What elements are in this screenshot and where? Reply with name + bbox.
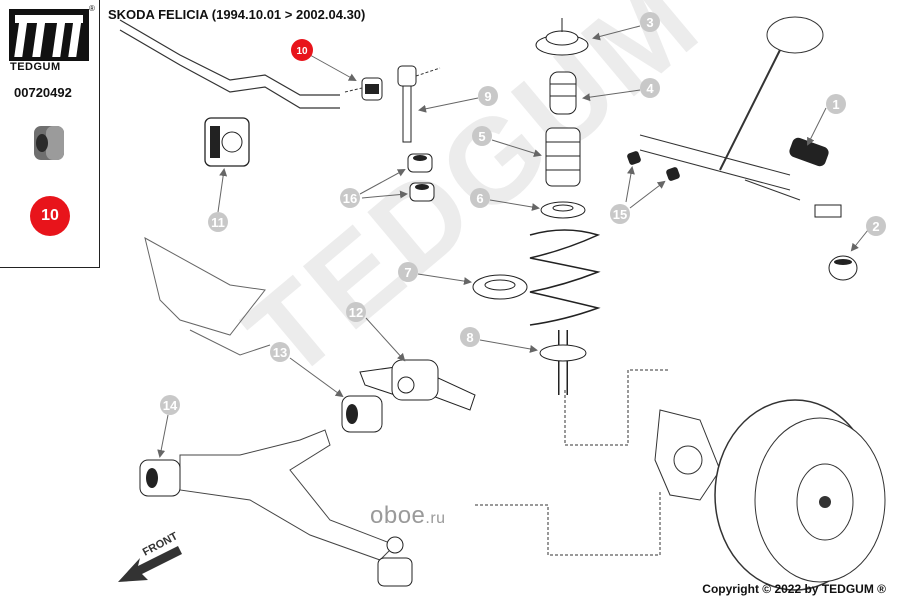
callout-16-label: 16 <box>343 191 357 206</box>
callout-4[interactable]: 4 <box>582 78 660 102</box>
bushing-14 <box>139 459 181 497</box>
tie-rod-end-2 <box>814 204 858 281</box>
strut-mount-3 <box>535 18 589 56</box>
vehicle-title: SKODA FELICIA (1994.10.01 > 2002.04.30) <box>108 7 366 22</box>
callout-7-label: 7 <box>404 265 411 280</box>
callout-5[interactable]: 5 <box>472 126 542 158</box>
ball-joint <box>377 536 413 587</box>
callout-6[interactable]: 6 <box>470 188 540 211</box>
callout-3-label: 3 <box>646 15 653 30</box>
callout-3[interactable]: 3 <box>592 12 660 41</box>
callout-11[interactable]: 11 <box>208 168 228 232</box>
bump-stop-4 <box>549 71 577 115</box>
bushings-16 <box>407 153 435 202</box>
callout-16[interactable]: 16 <box>340 169 408 208</box>
control-arm <box>179 429 396 561</box>
callout-6-label: 6 <box>476 191 483 206</box>
stabilizer-bushing-11 <box>204 117 250 167</box>
callout-4-label: 4 <box>646 81 654 96</box>
spring-seat-6 <box>540 201 586 219</box>
tedgum-logo-icon <box>9 9 89 61</box>
callout-14-label: 14 <box>163 398 178 413</box>
callout-2-label: 2 <box>872 219 879 234</box>
bracket-12 <box>359 359 476 411</box>
boot-1 <box>789 137 829 167</box>
registered-mark: ® <box>89 4 95 13</box>
dust-boot-5 <box>545 127 581 187</box>
callout-8[interactable]: 8 <box>460 327 538 353</box>
callout-2[interactable]: 2 <box>850 216 886 252</box>
bushing-13 <box>341 395 383 433</box>
part-number: 00720492 <box>14 85 72 100</box>
coil-spring <box>529 229 601 395</box>
callout-1[interactable]: 1 <box>807 94 846 146</box>
callout-12-label: 12 <box>349 305 363 320</box>
selected-part-badge: 10 <box>30 196 70 236</box>
oem-logo: oboe.ru <box>370 502 446 530</box>
bearing-7 <box>472 274 528 300</box>
callout-7[interactable]: 7 <box>398 262 472 286</box>
callout-14[interactable]: 14 <box>157 395 180 458</box>
callout-13-label: 13 <box>273 345 287 360</box>
copyright-text: Copyright © 2022 by TEDGUM ® <box>702 582 886 596</box>
callout-15-label: 15 <box>613 207 627 222</box>
callout-13[interactable]: 13 <box>270 342 344 398</box>
steering-knuckle <box>654 409 721 501</box>
callout-10-label: 10 <box>296 46 308 57</box>
callout-11-label: 11 <box>211 215 225 230</box>
callout-10[interactable]: 10 <box>291 39 357 81</box>
wheel <box>714 399 886 591</box>
callout-9-label: 9 <box>484 89 491 104</box>
oem-logo-suffix: .ru <box>425 510 446 527</box>
front-label: FRONT <box>141 530 180 559</box>
callout-12[interactable]: 12 <box>346 302 406 362</box>
callout-5-label: 5 <box>478 129 485 144</box>
callout-9[interactable]: 9 <box>418 86 498 113</box>
part-thumbnail-icon <box>34 126 64 160</box>
callout-1-label: 1 <box>832 97 839 112</box>
callout-15[interactable]: 15 <box>610 166 666 224</box>
brand-name: TEDGUM <box>10 61 61 73</box>
front-direction-arrow <box>118 546 182 582</box>
subframe <box>144 237 271 356</box>
bushing-10 <box>344 77 383 101</box>
steering-parts <box>639 16 824 201</box>
callout-8-label: 8 <box>466 330 473 345</box>
bushings-15 <box>627 151 680 181</box>
part-info-panel: ® TEDGUM 00720492 10 <box>0 0 100 268</box>
stabilizer-link-9 <box>397 65 441 143</box>
oem-logo-text: oboe <box>370 502 426 529</box>
spring-seat-8 <box>539 344 587 362</box>
